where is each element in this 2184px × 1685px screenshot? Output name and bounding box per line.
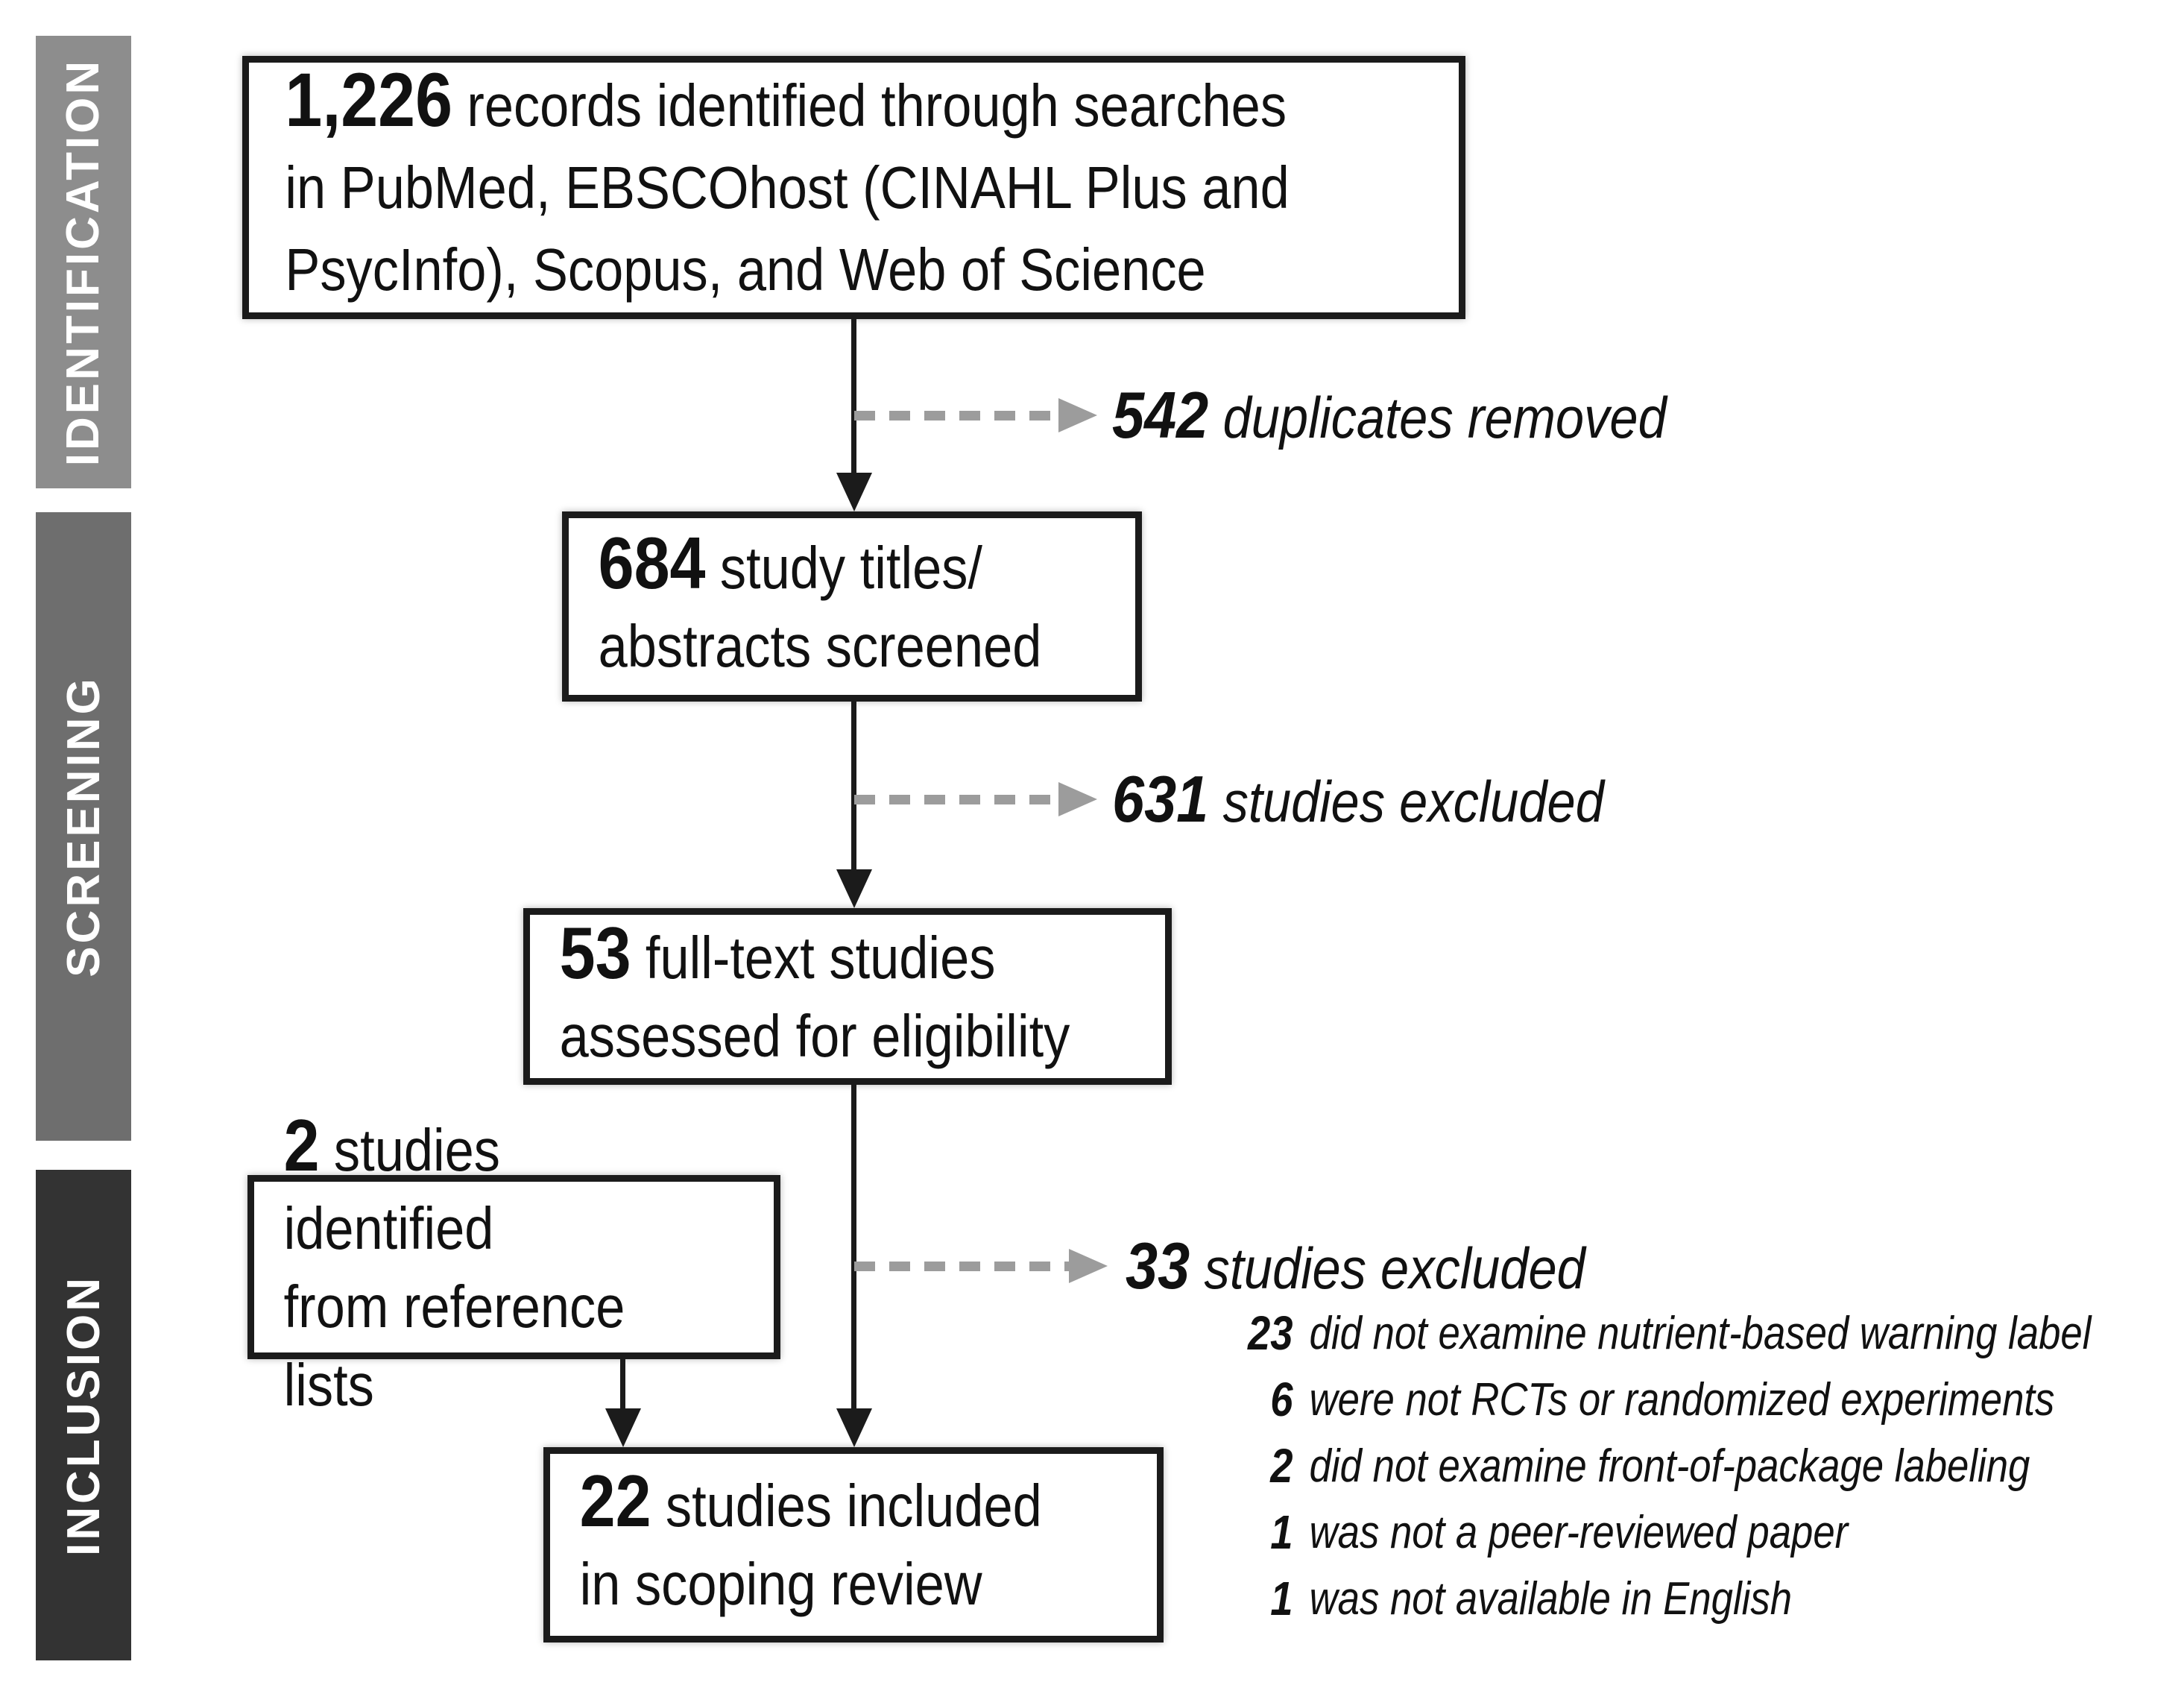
arrowhead-down-reference-to-included [605,1408,641,1447]
flow-line-reference-to-included [620,1355,625,1411]
reason-text: did not examine nutrient-based warning l… [1309,1308,2092,1359]
screened-count: 684 [598,521,706,604]
stage-bar-screening: SCREENING [36,512,131,1141]
records-count: 1,226 [285,57,453,142]
arrowhead-down-to-screened [836,473,872,511]
flow-line-fulltext-to-included [851,1085,856,1411]
reason-text: was not a peer-reviewed paper [1309,1507,1849,1558]
dashed-arrow-duplicates-removed [854,411,1060,421]
reason-count: 1 [1270,1505,1293,1559]
stage-bar-inclusion: INCLUSION [36,1170,131,1660]
arrowhead-right-duplicates [1058,398,1097,432]
reason-text: did not examine front-of-package labelin… [1309,1440,2030,1492]
reference-count: 2 [283,1103,320,1186]
reason-text: was not available in English [1309,1573,1793,1625]
reason-text: were not RCTs or randomized experiments [1309,1374,2055,1426]
dashed-arrow-studies-excluded-fulltext [854,1262,1070,1271]
records-label: records identified through searches in P… [285,72,1290,303]
stage-label-screening: SCREENING [57,675,110,977]
reason-count: 2 [1270,1439,1293,1493]
exclusion-reasons-list: 23 did not examine nutrient-based warnin… [1185,1300,2184,1632]
fulltext-excluded-text: studies excluded [1204,1235,1585,1301]
arrowhead-right-screening-excluded [1058,782,1097,816]
exclusion-reason-row: 6 were not RCTs or randomized experiment… [1185,1367,2091,1433]
arrowhead-down-to-included [836,1408,872,1447]
stage-label-inclusion: INCLUSION [57,1274,110,1556]
stage-bar-identification: IDENTIFICATION [36,36,131,488]
exclusion-reason-row: 23 did not examine nutrient-based warnin… [1185,1300,2091,1367]
stage-label-identification: IDENTIFICATION [57,57,110,467]
dashed-arrow-studies-excluded-screening [854,795,1060,804]
screened-label: study titles/ abstracts screened [598,534,1042,679]
exclusion-reason-row: 1 was not available in English [1185,1566,2091,1632]
reference-label: studies identified from reference lists [283,1116,625,1418]
included-count: 22 [579,1460,651,1542]
screening-excluded-count: 631 [1112,762,1209,836]
arrowhead-down-to-fulltext [836,869,872,908]
arrowhead-right-fulltext-excluded [1069,1249,1108,1283]
included-label: studies included in scoping review [579,1473,1042,1617]
duplicates-count: 542 [1112,378,1209,452]
reason-count: 6 [1270,1373,1293,1426]
flow-line-records-to-screened [851,319,856,477]
fulltext-excluded-count: 33 [1126,1229,1190,1303]
duplicates-text: duplicates removed [1222,385,1667,450]
fulltext-label: full-text studies assessed for eligibili… [559,924,1070,1069]
exclusion-reason-row: 1 was not a peer-reviewed paper [1185,1499,2091,1566]
screening-excluded-text: studies excluded [1222,769,1604,834]
fulltext-count: 53 [559,911,631,994]
exclusion-reason-row: 2 did not examine front-of-package label… [1185,1433,2091,1499]
reason-count: 1 [1270,1572,1293,1625]
reason-count: 23 [1247,1306,1293,1360]
flow-line-screened-to-fulltext [851,702,856,873]
